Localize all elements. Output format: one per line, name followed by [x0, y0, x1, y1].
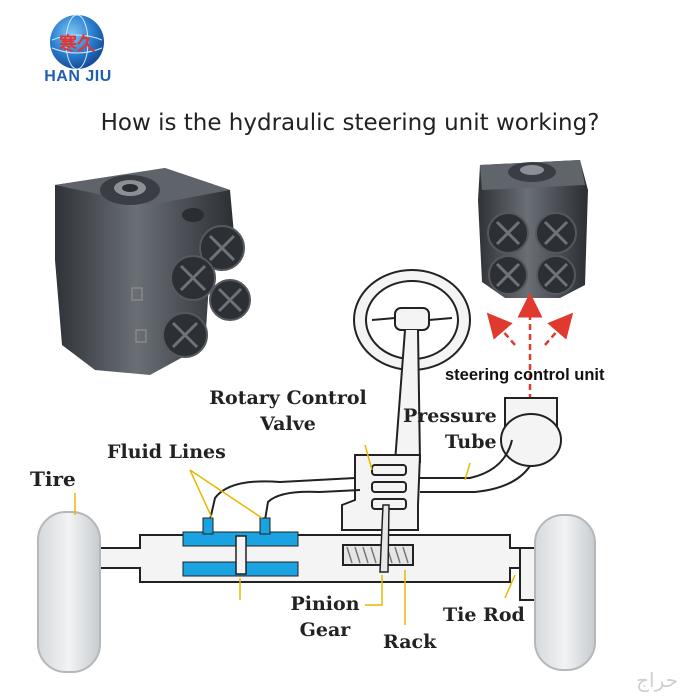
label-tire: Tire: [30, 467, 76, 491]
label-pinion-line-1: Pinion: [290, 593, 360, 615]
rack-housing: [97, 534, 543, 583]
watermark: حراج: [636, 668, 678, 692]
label-tie-rod: Tie Rod: [443, 604, 525, 626]
rotary-control-valve-housing: [341, 454, 422, 531]
leader-lines: [74, 444, 516, 625]
label-pinion-gear: Pinion Gear: [280, 592, 370, 643]
label-fluid-lines: Fluid Lines: [107, 441, 226, 463]
logo-mark: 寒久: [58, 33, 96, 55]
pump-reservoir: [500, 397, 562, 467]
red-arrow-icon: [486, 292, 574, 400]
tire-right: [534, 514, 596, 671]
globe-logo-icon: 寒久: [50, 14, 104, 70]
label-pressure-tube: Pressure Tube: [403, 404, 513, 455]
pinion-shaft: [379, 504, 390, 573]
tire-left: [37, 511, 101, 673]
hydraulic-cylinder: [182, 517, 299, 577]
label-rotary-line-2: Valve: [260, 412, 316, 435]
fluid-lines: [209, 439, 531, 521]
steering-unit-small-image: [478, 160, 588, 298]
page-title: How is the hydraulic steering unit worki…: [100, 110, 600, 136]
label-pinion-line-2: Gear: [299, 618, 351, 641]
label-rotary-control-valve: Rotary Control Valve: [198, 386, 378, 437]
label-rotary-line-1: Rotary Control: [209, 387, 367, 409]
label-pressure-line-2: Tube: [445, 430, 497, 453]
label-pressure-line-1: Pressure: [403, 405, 497, 427]
steering-unit-large-image: [55, 168, 251, 375]
label-steering-control-unit: steering control unit: [445, 366, 605, 384]
rack-teeth: [346, 546, 409, 564]
steering-wheel: [353, 269, 471, 463]
brand-name: HAN JIU: [44, 68, 112, 85]
label-rack: Rack: [383, 631, 437, 653]
